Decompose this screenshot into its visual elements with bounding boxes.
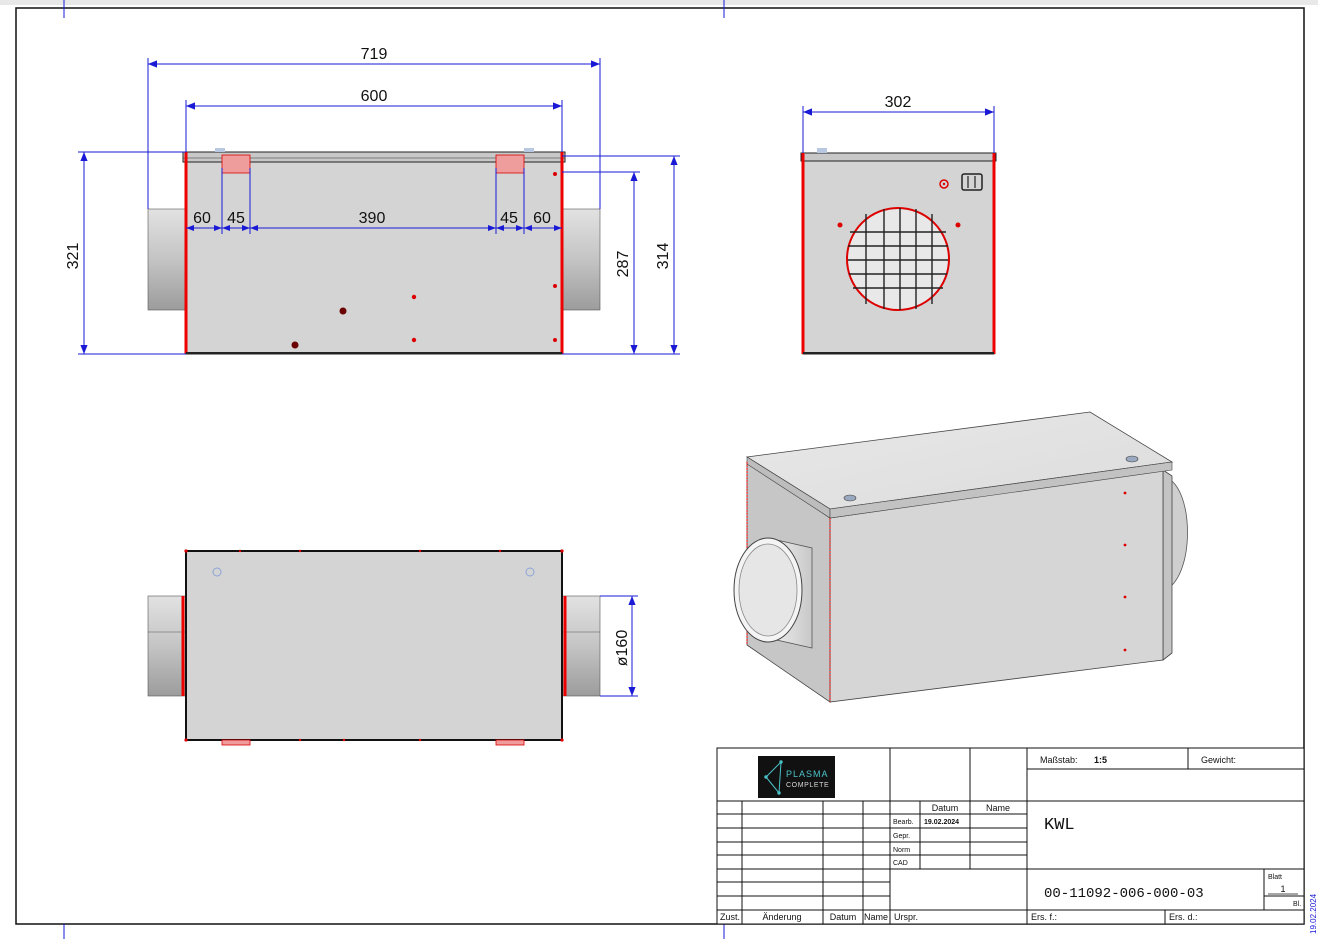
ers-d-label: Ers. d.: (1169, 912, 1198, 922)
top-strip (0, 0, 1318, 5)
dim-60-left: 60 (193, 210, 211, 227)
top-dimensions (600, 595, 638, 697)
left-pipe-stub (147, 208, 187, 311)
zust-label: Zust. (720, 912, 740, 922)
blatt-value: 1 (1280, 884, 1285, 894)
hinge-right (495, 154, 525, 174)
drawing-frame (15, 7, 1305, 925)
side-duct-opening (846, 207, 950, 311)
dim-60-right: 60 (533, 210, 551, 227)
drawing-title: KWL (1044, 816, 1075, 835)
name-label: Name (864, 912, 888, 922)
bearb-date: 19.02.2024 (924, 819, 959, 826)
urspr-label: Urspr. (894, 912, 918, 922)
dim-diameter-160: ø160 (614, 630, 631, 667)
front-dimensions (78, 58, 680, 355)
bearb-label: Bearb. (893, 819, 914, 826)
dim-45-left: 45 (227, 210, 245, 227)
logo-line-2: COMPLETE (786, 782, 829, 789)
bl-label: Bl. (1293, 901, 1301, 908)
weight-label: Gewicht: (1201, 755, 1236, 765)
dim-302: 302 (885, 94, 912, 111)
dim-390: 390 (359, 210, 386, 227)
gepr-label: Gepr. (893, 833, 910, 840)
norm-label: Norm (893, 847, 910, 854)
blatt-label: Blatt (1268, 874, 1282, 881)
front-view (147, 148, 601, 355)
isometric-view (733, 411, 1188, 703)
aenderung-label: Änderung (762, 912, 801, 922)
plasma-logo-icon (764, 760, 783, 795)
hinge-left (221, 154, 251, 174)
right-pipe-stub (561, 208, 601, 311)
side-view (800, 148, 997, 355)
scale-value: 1:5 (1094, 755, 1107, 765)
front-body (185, 161, 563, 355)
side-dimensions (802, 106, 995, 153)
ers-f-label: Ers. f.: (1031, 912, 1057, 922)
dim-287: 287 (615, 251, 632, 278)
datum-label: Datum (830, 912, 857, 922)
drawing-number: 00-11092-006-000-03 (1044, 886, 1204, 902)
col-name: Name (986, 803, 1010, 813)
logo-line-1: PLASMA (786, 769, 829, 779)
dim-321: 321 (65, 243, 82, 270)
dim-314: 314 (655, 243, 672, 270)
dim-600: 600 (361, 88, 388, 105)
col-datum: Datum (932, 803, 959, 813)
cad-label: CAD (893, 860, 908, 867)
front-lid (182, 151, 566, 163)
top-view (147, 549, 601, 746)
dim-45-right: 45 (500, 210, 518, 227)
plasma-logo: PLASMA COMPLETE (758, 756, 835, 798)
side-date-stamp: 19.02.2024 (1309, 893, 1318, 934)
dim-719: 719 (361, 46, 388, 63)
scale-label: Maßstab: (1040, 755, 1078, 765)
